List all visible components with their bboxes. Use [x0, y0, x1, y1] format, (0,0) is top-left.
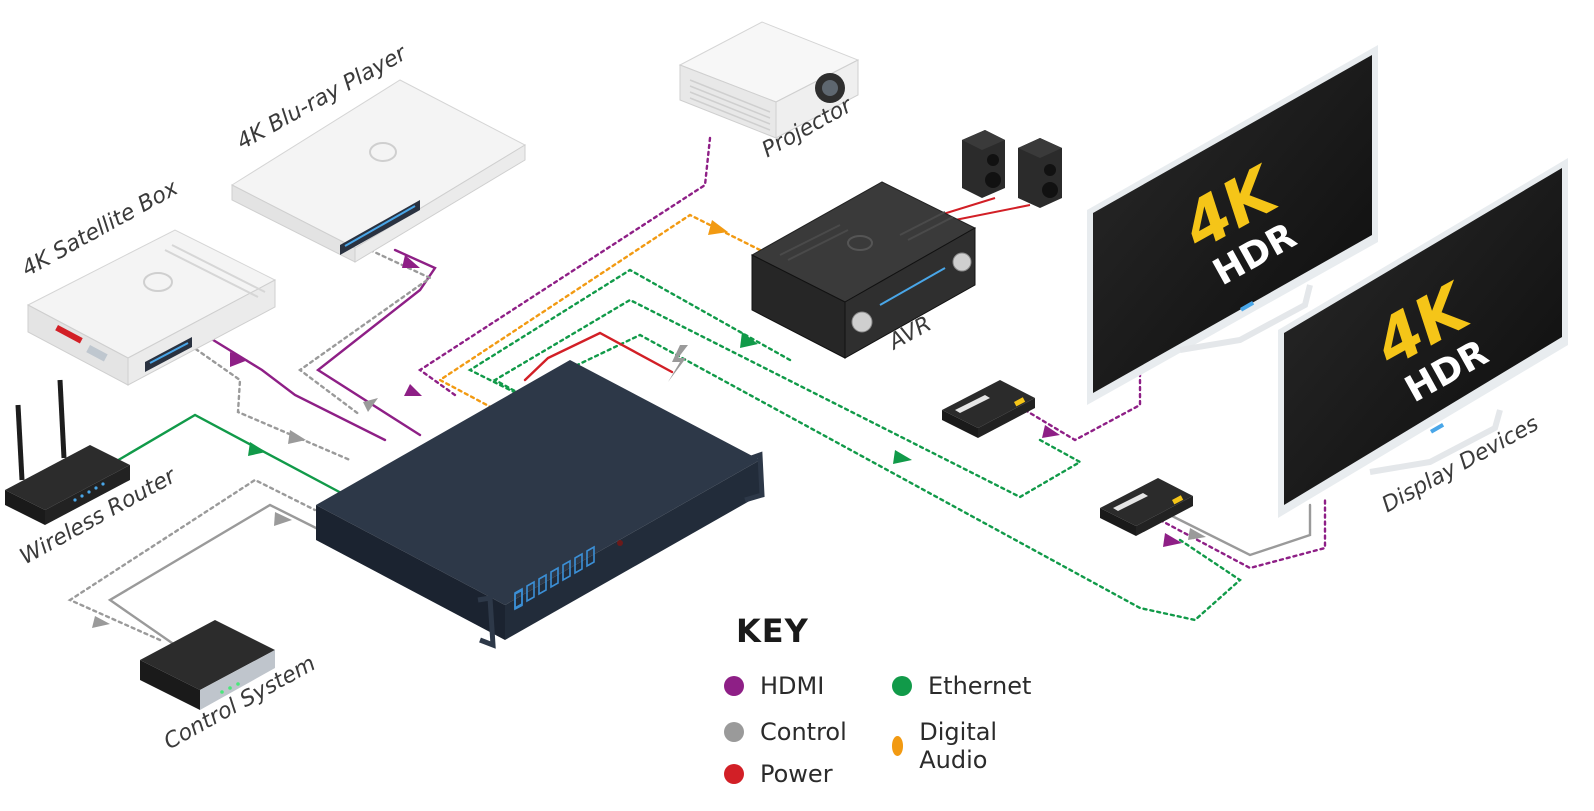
- arrow-ethernet-rx1: [893, 450, 912, 464]
- legend-dot-ethernet: [892, 676, 912, 696]
- arrow-control-system-2: [92, 616, 110, 628]
- legend-label-ethernet: Ethernet: [928, 672, 1032, 700]
- cable-control-system-dotted: [67, 478, 317, 642]
- satellite-box: [26, 229, 277, 386]
- control-system: [140, 620, 275, 710]
- legend-dot-audio: [892, 736, 904, 756]
- legend-label-audio: Digital Audio: [919, 718, 998, 774]
- bluray-player: [230, 79, 527, 263]
- arrow-hdmi-bluray: [402, 255, 420, 268]
- receiver-1: [942, 380, 1035, 438]
- legend-item-audio: Digital Audio: [892, 718, 1006, 774]
- legend-item-hdmi: HDMI: [724, 672, 824, 700]
- arrow-control-rx2: [1188, 528, 1206, 540]
- cable-power: [523, 331, 674, 382]
- avr: [750, 181, 977, 359]
- cable-control-system-solid: [107, 503, 322, 654]
- arrow-control-system: [274, 512, 292, 526]
- cable-rx2-control: [1168, 503, 1312, 557]
- arrow-ethernet-router: [248, 442, 266, 456]
- wireless-router: [5, 379, 130, 525]
- cable-rx1-ethernet: [492, 298, 1083, 499]
- legend-item-ethernet: Ethernet: [892, 672, 1031, 700]
- legend-item-control: Control: [724, 718, 847, 746]
- cable-satellite-hdmi: [203, 333, 387, 442]
- arrow-control-bluray: [363, 398, 378, 412]
- legend-label-control: Control: [760, 718, 847, 746]
- display-2: [1278, 158, 1568, 518]
- legend-dot-power: [724, 764, 744, 784]
- arrow-hdmi-rx1: [1042, 425, 1060, 438]
- projector: [678, 21, 860, 139]
- arrow-hdmi-rx2: [1163, 533, 1182, 547]
- arrow-ethernet-avr: [740, 332, 758, 348]
- matrix-switcher: [316, 360, 765, 649]
- cable-rx2-hdmi: [1158, 498, 1327, 570]
- legend-title: KEY: [736, 612, 809, 650]
- cable-rx1-hdmi: [1023, 368, 1142, 442]
- speakers: [939, 130, 1062, 223]
- receiver-2: [1100, 478, 1193, 536]
- cable-projector-hdmi: [417, 136, 712, 397]
- cable-bluray-control: [297, 248, 433, 417]
- cable-bluray-hdmi: [315, 248, 437, 437]
- display-1: [1087, 45, 1378, 405]
- legend-label-hdmi: HDMI: [760, 672, 825, 700]
- legend-dot-hdmi: [724, 676, 744, 696]
- arrow-hdmi-projector: [404, 384, 422, 396]
- cable-router-ethernet: [113, 413, 347, 497]
- legend-label-power: Power: [760, 760, 833, 788]
- arrow-audio-avr: [708, 220, 728, 235]
- power-bolt-icon: [668, 345, 688, 382]
- cables: [67, 136, 1327, 654]
- cable-avr-audio: [437, 213, 762, 414]
- legend-dot-control: [724, 722, 744, 742]
- cable-avr-ethernet: [467, 268, 792, 397]
- legend-item-power: Power: [724, 760, 833, 788]
- arrow-hdmi-satellite: [230, 352, 248, 367]
- arrow-control-satellite: [288, 430, 306, 444]
- cable-arrows: [92, 220, 1206, 628]
